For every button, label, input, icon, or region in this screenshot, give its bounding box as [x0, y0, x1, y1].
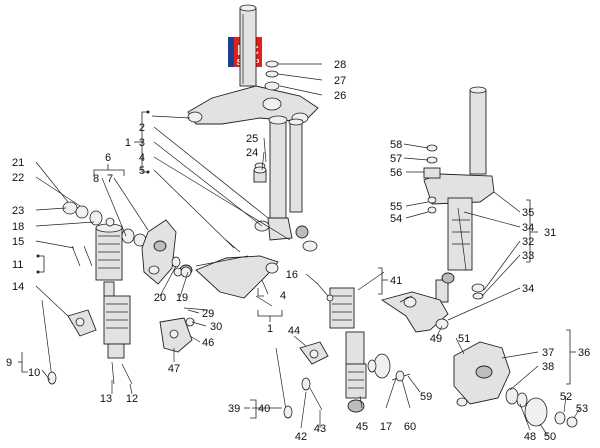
label-36: 36 — [578, 347, 590, 359]
bolt-15 — [71, 245, 93, 267]
label-4-lower: 4 — [280, 290, 286, 302]
label-56: 56 — [390, 167, 402, 179]
label-57: 57 — [390, 153, 402, 165]
label-21: 21 — [12, 157, 24, 169]
label-12: 12 — [126, 393, 138, 405]
label-41: 41 — [390, 275, 402, 287]
axle-9-10 — [41, 299, 57, 385]
steering-column-left — [187, 4, 319, 241]
label-22: 22 — [12, 172, 24, 184]
label-16: 16 — [286, 269, 298, 281]
label-31: 31 — [544, 227, 556, 239]
label-28: 28 — [334, 59, 346, 71]
label-20: 20 — [154, 292, 166, 304]
label-32: 32 — [522, 236, 534, 248]
label-52: 52 — [560, 391, 572, 403]
label-14: 14 — [12, 281, 24, 293]
right-shock — [329, 287, 391, 413]
bolt-12-13 — [111, 361, 133, 385]
label-35: 35 — [522, 207, 534, 219]
label-24: 24 — [246, 147, 258, 159]
label-25: 25 — [246, 133, 258, 145]
wheel-hub-left — [141, 219, 177, 285]
steering-column-right — [423, 86, 495, 303]
label-48: 48 — [524, 431, 536, 443]
label-51: 51 — [458, 333, 470, 345]
brake-caliper-14 — [67, 309, 97, 337]
bearing-rings-23 — [62, 201, 147, 247]
bushing-24-25 — [253, 162, 267, 183]
label-19: 19 — [176, 292, 188, 304]
label-26: 26 — [334, 90, 346, 102]
label-58: 58 — [390, 139, 402, 151]
label-46: 46 — [202, 337, 214, 349]
label-34-lower: 34 — [522, 283, 534, 295]
label-27: 27 — [334, 75, 346, 87]
label-33: 33 — [522, 250, 534, 262]
grouping-brackets — [18, 110, 576, 419]
label-54: 54 — [390, 213, 402, 225]
swing-arm-left — [173, 255, 279, 299]
bolt-20-19 — [171, 239, 241, 278]
label-29: 29 — [202, 308, 214, 320]
label-55: 55 — [390, 201, 402, 213]
part-number-labels: 28 27 26 1 2 3 4 5 25 24 21 22 6 8 7 23 … — [6, 59, 590, 443]
left-shock-upper — [95, 223, 123, 297]
label-23: 23 — [12, 205, 24, 217]
label-7: 7 — [107, 173, 113, 185]
label-8: 8 — [93, 173, 99, 185]
label-3: 3 — [139, 137, 145, 149]
label-18: 18 — [12, 221, 24, 233]
label-53: 53 — [576, 403, 588, 415]
wheel-hub-right — [453, 341, 511, 407]
label-59: 59 — [420, 391, 432, 403]
label-13: 13 — [100, 393, 112, 405]
label-1-lower: 1 — [267, 323, 273, 335]
bearings-48-53 — [505, 387, 578, 428]
label-6: 6 — [105, 152, 111, 164]
label-50: 50 — [544, 431, 556, 443]
bracket-46-47 — [159, 317, 193, 353]
label-37: 37 — [542, 347, 554, 359]
label-11: 11 — [12, 259, 23, 271]
label-43: 43 — [314, 423, 326, 435]
axle-39-40 — [275, 347, 293, 419]
label-2: 2 — [139, 122, 145, 134]
label-10: 10 — [28, 367, 40, 379]
brake-caliper-44 — [299, 341, 329, 365]
label-5: 5 — [139, 165, 145, 177]
swing-arm-right — [380, 291, 449, 333]
label-40: 40 — [258, 403, 270, 415]
label-9: 9 — [6, 357, 12, 369]
label-30: 30 — [210, 321, 222, 333]
label-15: 15 — [12, 236, 24, 248]
left-shock-lower — [103, 295, 131, 359]
label-42: 42 — [295, 431, 307, 443]
label-45: 45 — [356, 421, 368, 433]
bolt-29-30 — [183, 307, 209, 327]
label-34-upper: 34 — [522, 222, 534, 234]
label-39: 39 — [228, 403, 240, 415]
bolt-42-43 — [301, 377, 323, 411]
label-4-upper: 4 — [139, 152, 145, 164]
label-60: 60 — [404, 421, 416, 433]
label-17: 17 — [380, 421, 392, 433]
leader-lines — [35, 63, 581, 437]
top-washers-left — [264, 60, 280, 91]
label-44: 44 — [288, 325, 300, 337]
bolt-16 — [315, 281, 334, 302]
label-1-upper: 1 — [125, 137, 131, 149]
bolt-59-60 — [391, 370, 411, 382]
label-38: 38 — [542, 361, 554, 373]
label-49: 49 — [430, 333, 442, 345]
label-47: 47 — [168, 363, 180, 375]
